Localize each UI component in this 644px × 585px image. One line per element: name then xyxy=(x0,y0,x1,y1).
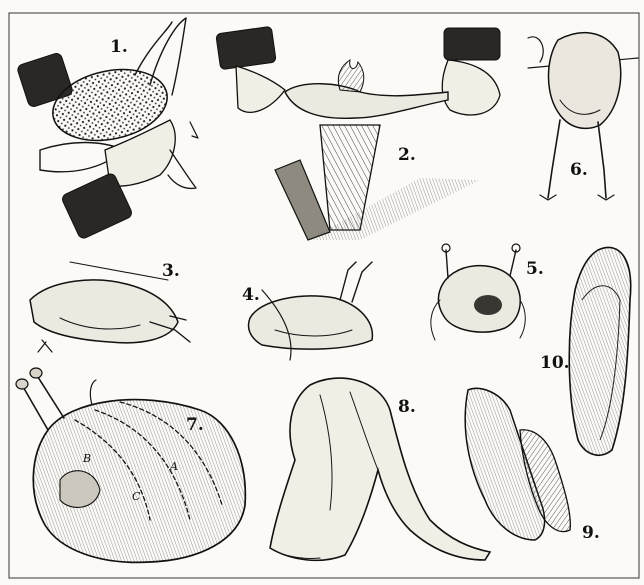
figure-5-number: 5. xyxy=(526,259,544,279)
figure-9-number: 9. xyxy=(582,523,600,543)
figure-6-number: 6. xyxy=(570,160,588,180)
figure-7-number: 7. xyxy=(186,415,204,435)
figure-1-number: 1. xyxy=(110,37,128,57)
figure-8-number: 8. xyxy=(398,397,416,417)
fig7-letter-a: A xyxy=(169,460,178,473)
figure-4-number: 4. xyxy=(242,285,260,305)
fig7-letter-c: C xyxy=(132,490,141,503)
figure-3-number: 3. xyxy=(162,261,180,281)
fig7-letter-b: B xyxy=(82,452,91,465)
figure-10-number: 10. xyxy=(540,353,570,373)
figure-2-number: 2. xyxy=(398,145,416,165)
